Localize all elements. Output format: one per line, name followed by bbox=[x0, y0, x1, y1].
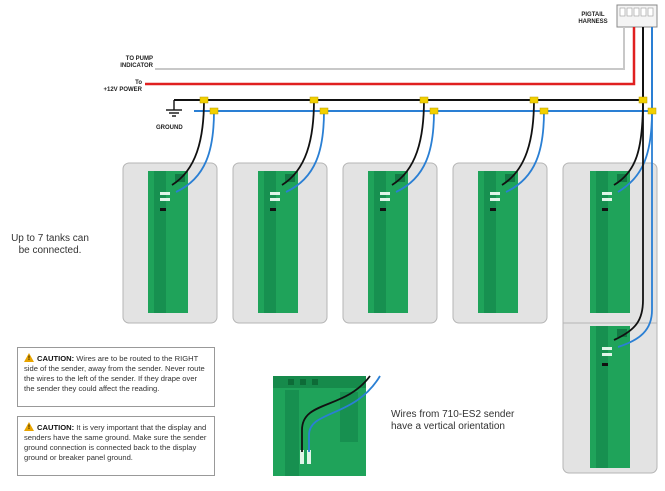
pigtail-label-line1: PIGTAIL bbox=[581, 12, 605, 18]
power-wire bbox=[145, 27, 636, 86]
ground-drop-2 bbox=[281, 99, 315, 186]
power-label: To +12V POWER bbox=[96, 80, 142, 94]
ground-wire-bus bbox=[174, 27, 644, 101]
vertical-sender-detail bbox=[273, 375, 381, 476]
signal-drop-2 bbox=[285, 110, 325, 193]
vertical-note: Wires from 710-ES2 sender have a vertica… bbox=[391, 409, 514, 433]
power-label-line2: +12V POWER bbox=[103, 87, 142, 93]
vertical-note-line2: have a vertical orientation bbox=[391, 421, 505, 432]
tank-5 bbox=[562, 162, 658, 474]
tanks-note: Up to 7 tanks can be connected. bbox=[4, 233, 96, 257]
sender-board-6 bbox=[590, 326, 630, 468]
sender-board-1 bbox=[148, 171, 188, 313]
power-label-line1: To bbox=[135, 80, 142, 86]
pump-indicator-label: TO PUMP INDICATOR bbox=[111, 56, 153, 70]
signal-drop-4 bbox=[505, 110, 545, 193]
pump-label-line2: INDICATOR bbox=[120, 63, 153, 69]
ground-drop-6 bbox=[613, 100, 644, 341]
sender-board-5 bbox=[590, 171, 630, 313]
sender-board-3 bbox=[368, 171, 408, 313]
ground-symbol-icon bbox=[166, 100, 182, 117]
caution-text: It is very important that the display an… bbox=[24, 423, 207, 462]
ground-drop-1 bbox=[171, 99, 205, 186]
pigtail-harness-label: PIGTAIL HARNESS bbox=[573, 12, 613, 26]
tanks-note-line1: Up to 7 tanks can bbox=[11, 233, 89, 244]
caution-text: Wires are to be routed to the RIGHT side… bbox=[24, 354, 205, 393]
pigtail-label-line2: HARNESS bbox=[578, 19, 608, 25]
splice-connectors bbox=[199, 96, 657, 115]
sender-board-4 bbox=[478, 171, 518, 313]
ground-label: GROUND bbox=[156, 125, 183, 131]
caution-icon bbox=[24, 422, 34, 433]
pump-indicator-wire bbox=[155, 27, 625, 70]
signal-drop-1 bbox=[175, 110, 215, 193]
vertical-note-line1: Wires from 710-ES2 sender bbox=[391, 409, 515, 420]
pigtail-harness-connector bbox=[616, 4, 658, 28]
ground-drop-3 bbox=[391, 99, 425, 186]
caution-title: CAUTION: bbox=[37, 354, 75, 363]
tanks-note-line2: be connected. bbox=[18, 245, 82, 256]
signal-drop-6 bbox=[617, 111, 653, 348]
signal-drop-3 bbox=[395, 110, 435, 193]
caution-box-ground: CAUTION: It is very important that the d… bbox=[17, 416, 215, 476]
pump-label-line1: TO PUMP bbox=[125, 56, 153, 62]
ground-drop-4 bbox=[501, 99, 535, 186]
sender-board-2 bbox=[258, 171, 298, 313]
caution-title: CAUTION: bbox=[37, 423, 75, 432]
caution-icon bbox=[24, 353, 34, 364]
caution-box-routing: CAUTION: Wires are to be routed to the R… bbox=[17, 347, 215, 407]
